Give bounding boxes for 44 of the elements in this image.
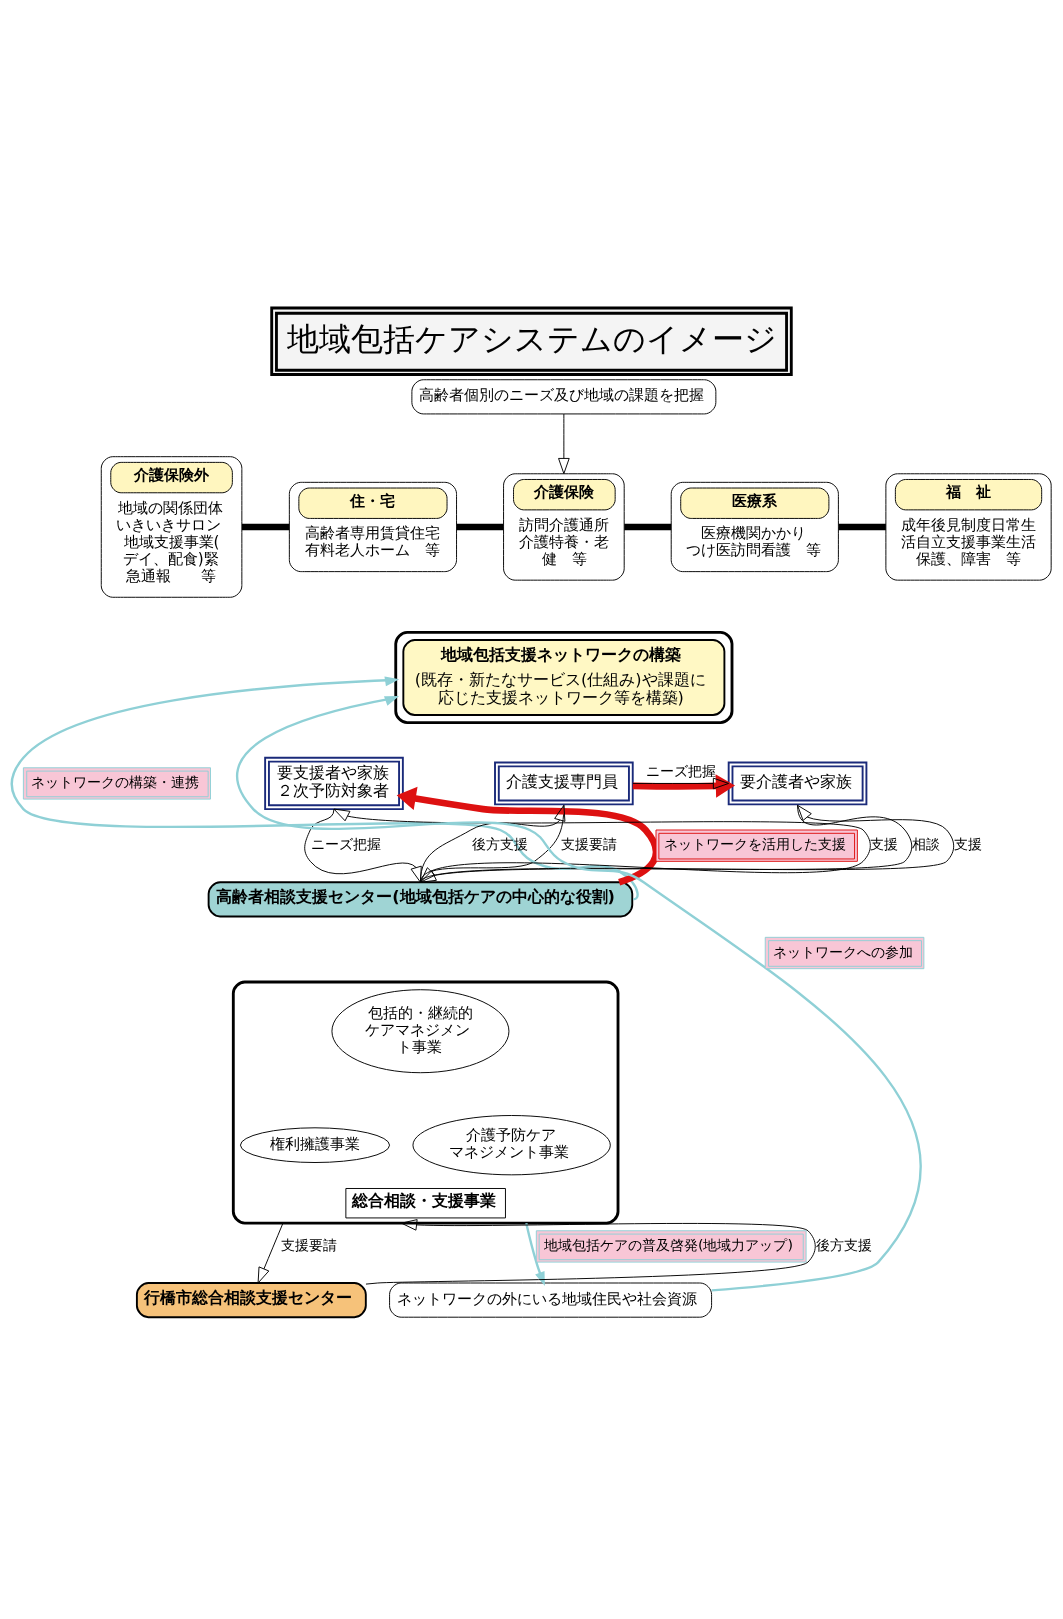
edge-label: ネットワークへの参加	[773, 943, 914, 960]
arrow	[365, 1218, 816, 1285]
arrow	[632, 777, 730, 789]
node-box: 介護保険 訪問介護通所介護特養・老健 等	[503, 472, 625, 581]
node-ellipse: 包括的・継続的ケアマネジメント事業	[331, 988, 510, 1073]
edge-label: 後方支援	[471, 835, 528, 852]
node-box: 行橋市総合相談支援センター	[135, 1281, 367, 1318]
arrow	[333, 808, 871, 883]
edge-label: 地域包括ケアの普及啓発(地域力アップ)	[543, 1236, 794, 1253]
node-box: 福 祉 成年後見制度日常生活自立支援事業生活保護、障害 等	[885, 472, 1052, 581]
arrow	[10, 675, 638, 900]
edge-label: 後方支援	[815, 1236, 872, 1253]
cluster	[394, 630, 734, 724]
edge-label: 支援要請	[280, 1236, 337, 1253]
connector	[241, 523, 290, 530]
arrow	[396, 786, 660, 885]
arrow	[236, 695, 921, 1292]
edge-label: ネットワークを活用した支援	[663, 835, 846, 852]
connector	[456, 523, 504, 530]
arrow	[525, 1222, 545, 1286]
arrow	[632, 773, 736, 798]
edge-label: ネットワークの構築・連携	[31, 773, 200, 790]
edge-label: 支援要請	[561, 835, 618, 852]
diagram-title: 地域包括ケアシステムのイメージ	[287, 319, 778, 358]
arrow	[558, 413, 570, 474]
node-box: 地域包括支援ネットワークの構築 (既存・新たなサービス(仕組み)や課題に応じた支援ネットワーク等を構築)	[402, 638, 726, 716]
node-box: 高齢者個別のニーズ及び地域の課題を把握	[411, 378, 717, 414]
arrow	[257, 1222, 284, 1283]
arrow	[304, 808, 422, 883]
node-box: 住・宅 高齢者専用賃貸住宅有料老人ホーム 等	[288, 481, 457, 572]
edge-label: 支援	[870, 835, 899, 852]
edge-label: 支援	[954, 835, 983, 852]
node-ellipse: 権利擁護事業	[239, 1126, 391, 1163]
node-ellipse: 介護予防ケアマネジメント事業	[412, 1114, 611, 1175]
node-box: 介護保険外 地域の関係団体いきいきサロン地域支援事業(デイ、配食)緊急通報 等	[100, 455, 243, 598]
edge-label: 相談	[912, 835, 941, 852]
connector	[624, 523, 672, 530]
node-box: ネットワークの外にいる地域住民や社会資源	[389, 1282, 713, 1318]
edge-label: ニーズ把握	[645, 762, 716, 779]
edge-label: ニーズ把握	[311, 835, 382, 852]
node-box: 要支援者や家族２次予防対象者	[264, 756, 404, 810]
node-box: 高齢者相談支援センター(地域包括ケアの中心的な役割)	[207, 880, 634, 917]
connector	[838, 523, 886, 530]
node-box: 医療系 医療機関かかりつけ医訪問看護 等	[670, 481, 839, 572]
